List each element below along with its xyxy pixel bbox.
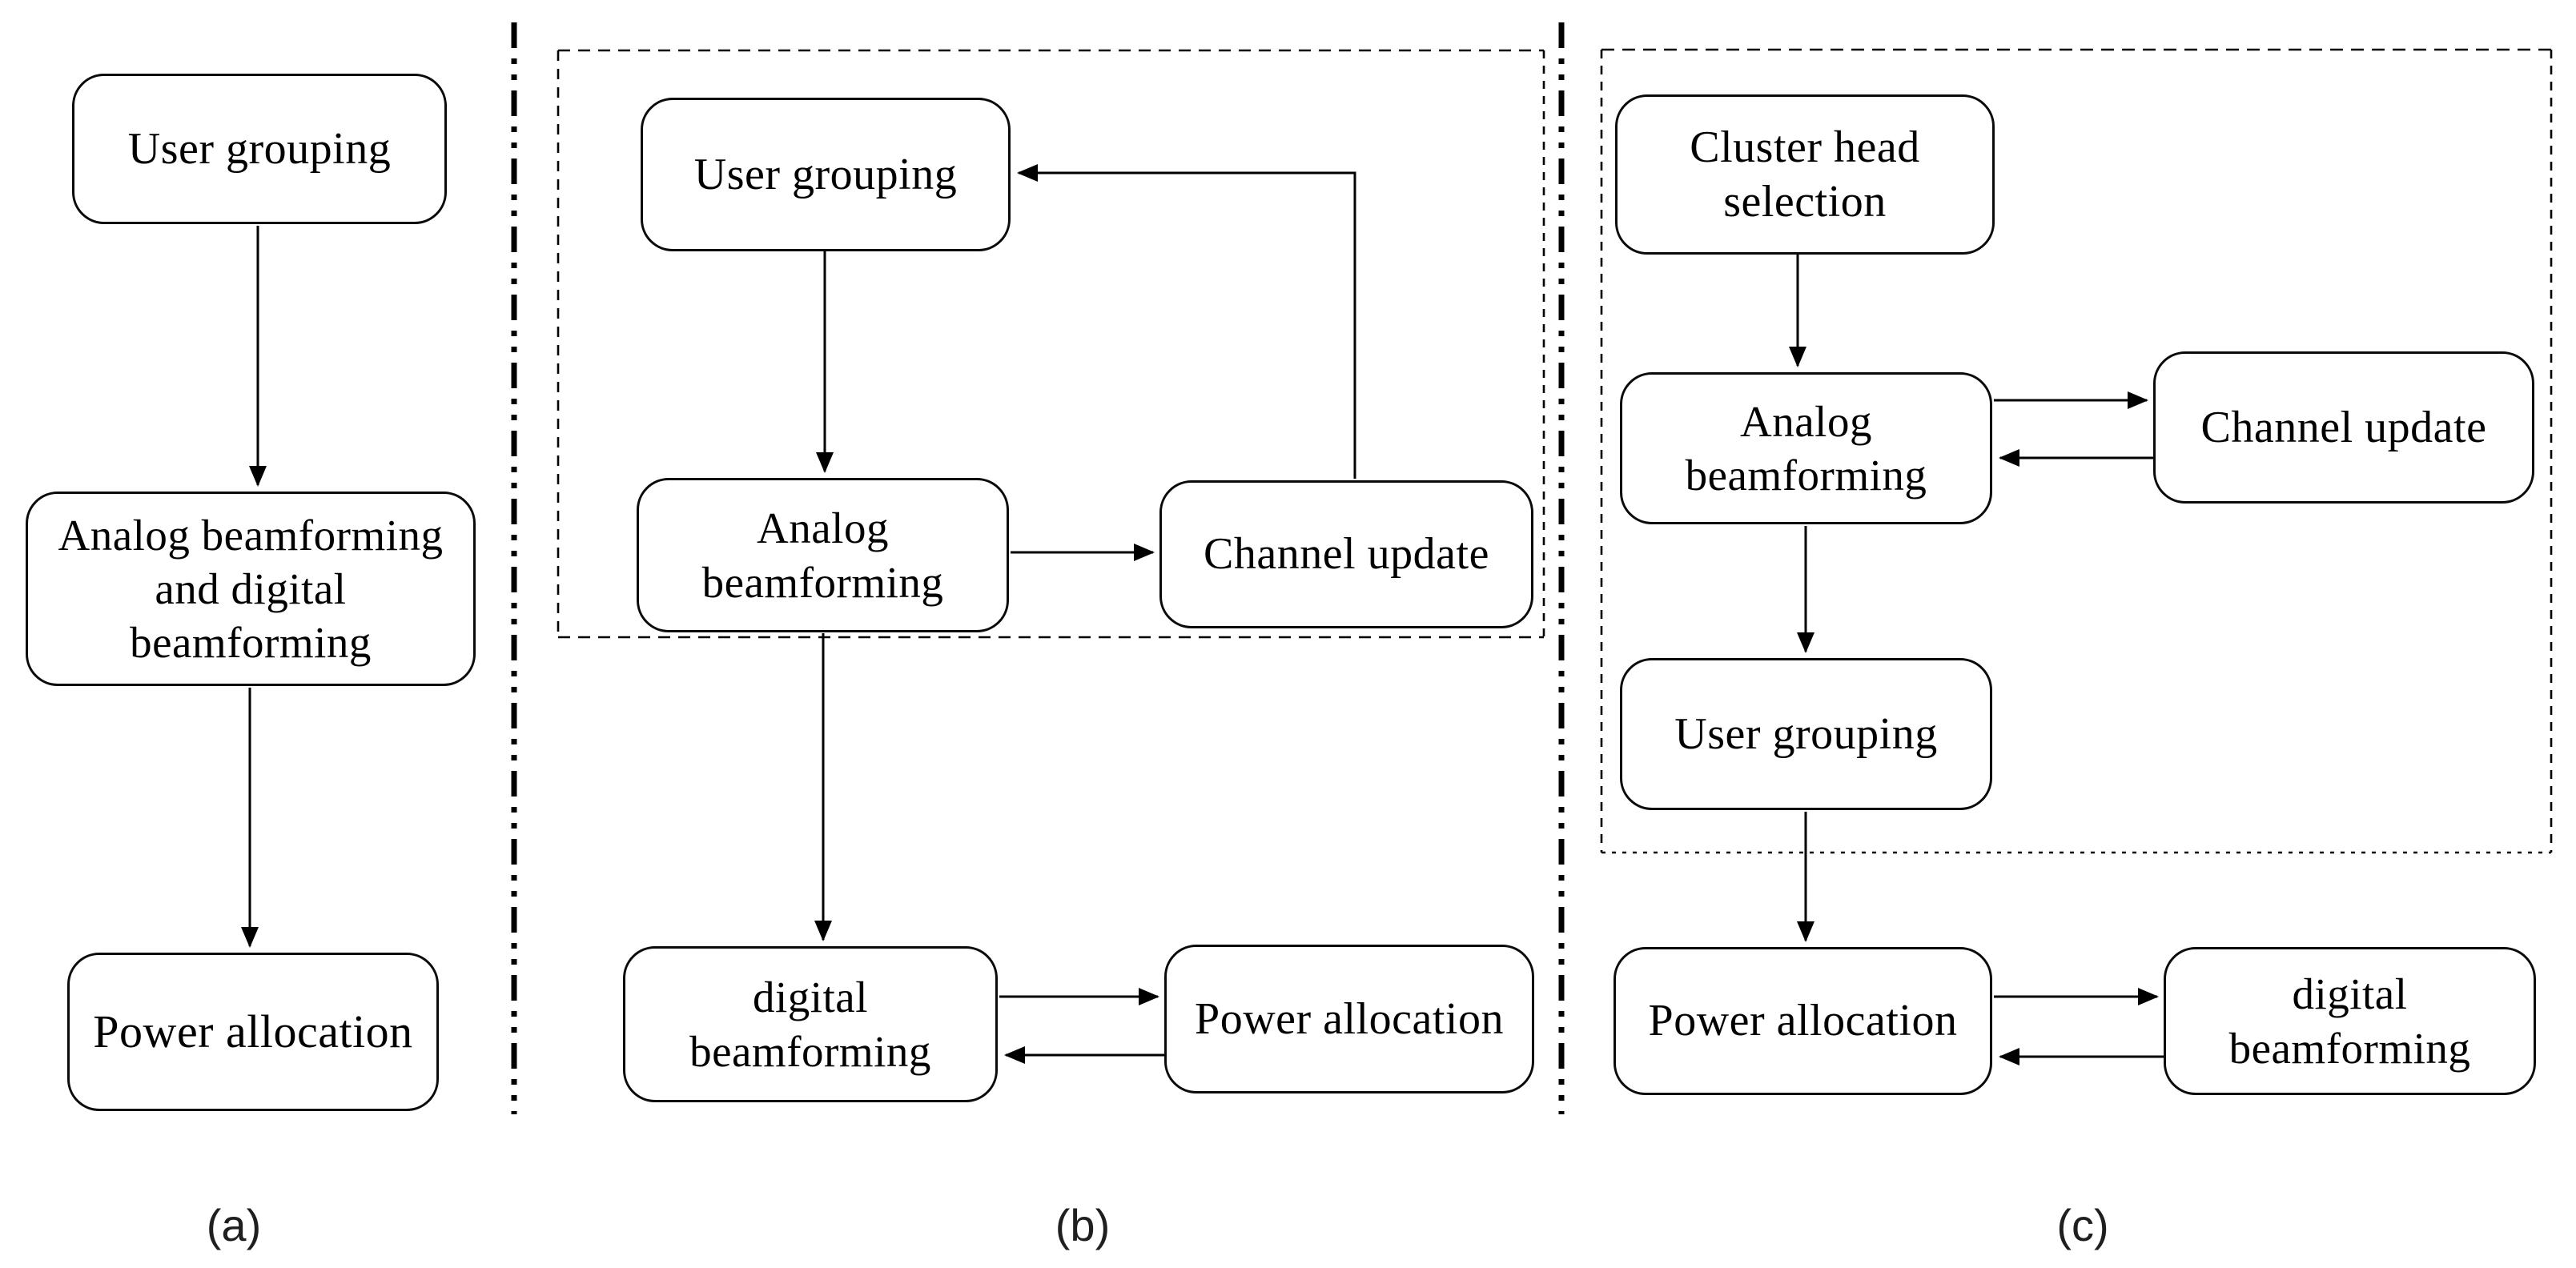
panel-label-c: (c) [2056, 1200, 2109, 1250]
arrow-b-channel-update-to-user-grouping [1017, 164, 1356, 479]
box-label-line: Analog beamforming [58, 510, 444, 560]
flow-box-cluster-head-selection-c: Cluster head selection [1615, 94, 1995, 255]
flow-box-user-grouping-b: User grouping [641, 98, 1011, 251]
box-label-line: Power allocation [1648, 996, 1958, 1046]
flow-box-power-allocation-c: Power allocation [1614, 947, 1992, 1095]
box-label-line: Channel update [2200, 402, 2487, 452]
flow-box-analog-beamforming-c: Analog beamforming [1620, 372, 1992, 524]
box-label-line: selection [1723, 177, 1887, 227]
box-label-line: digital [752, 973, 869, 1022]
flow-box-channel-update-b: Channel update [1159, 480, 1533, 628]
dashed-group-panel-b [557, 49, 1545, 639]
box-label-line: beamforming [1685, 451, 1927, 500]
box-label-line: Channel update [1204, 529, 1489, 580]
flow-box-user-grouping-a: User grouping [72, 74, 447, 224]
dashed-group-panel-c [1600, 48, 2553, 854]
box-label-line: beamforming [130, 618, 372, 668]
box-label-line: Cluster head [1690, 122, 1920, 172]
box-label-line: Power allocation [1195, 993, 1504, 1044]
panel-label-a: (a) [206, 1200, 262, 1250]
box-label-line: digital [2292, 969, 2408, 1019]
box-label-line: and digital [155, 564, 347, 613]
box-label-line: Analog [1740, 396, 1872, 446]
box-label-line: Power allocation [93, 1005, 413, 1057]
box-label-line: beamforming [701, 557, 944, 607]
box-label-line: beamforming [689, 1026, 931, 1076]
box-label-line: User grouping [693, 149, 958, 199]
flow-box-channel-update-c: Channel update [2153, 351, 2534, 504]
flow-box-power-allocation-a: Power allocation [67, 953, 439, 1111]
flow-box-power-allocation-b: Power allocation [1164, 945, 1534, 1093]
box-label-line: User grouping [127, 123, 392, 174]
box-label-line: beamforming [2228, 1023, 2471, 1073]
flow-box-analog-and-digital-beamforming-a: Analog beamforming and digital beamformi… [26, 492, 476, 686]
flow-box-analog-beamforming-b: Analog beamforming [637, 478, 1009, 632]
flow-box-user-grouping-c: User grouping [1620, 658, 1992, 810]
box-label-line: User grouping [1674, 708, 1938, 759]
flow-box-digital-beamforming-c: digital beamforming [2164, 947, 2536, 1095]
box-label-line: Analog [757, 504, 889, 553]
flow-box-digital-beamforming-b: digital beamforming [623, 946, 998, 1102]
panel-label-b: (b) [1055, 1200, 1111, 1250]
